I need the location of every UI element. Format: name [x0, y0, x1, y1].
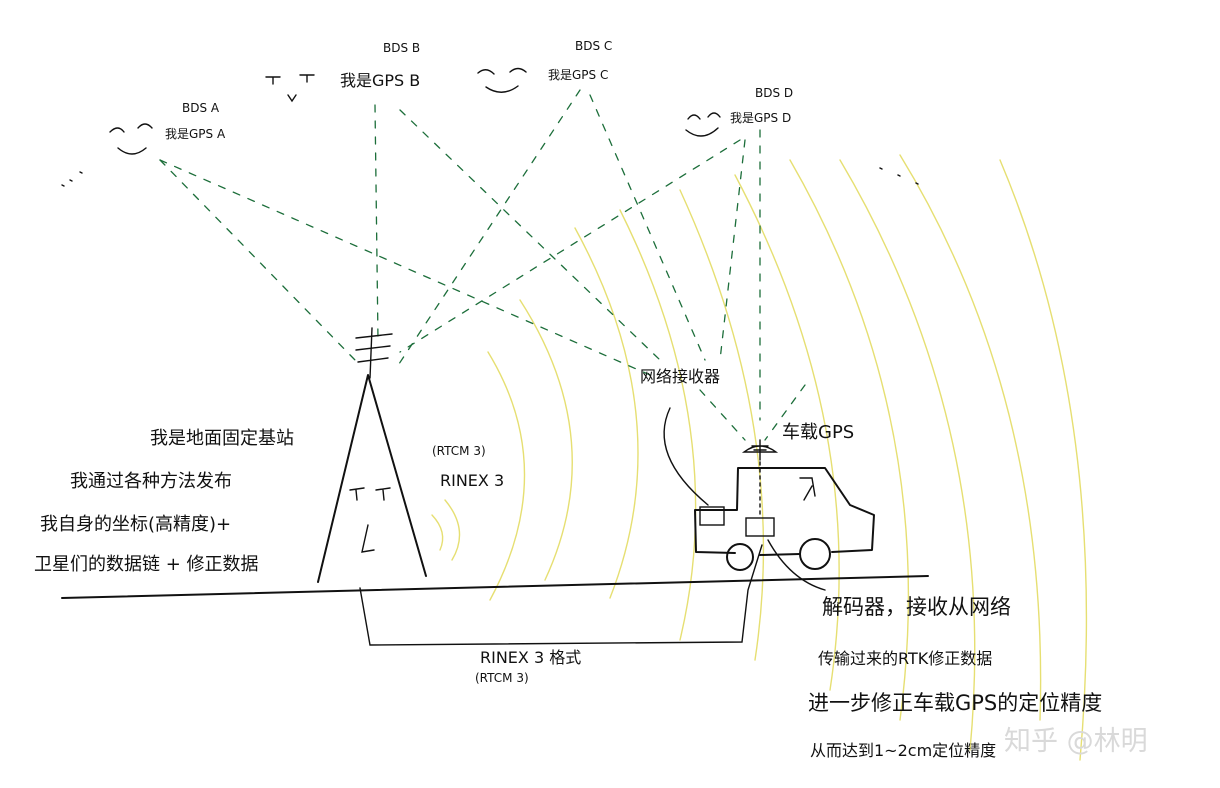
satellite-labels: BDS A 我是GPS A BDS B 我是GPS B BDS C 我是GPS … [165, 39, 793, 141]
car-gps-label: 车载GPS [782, 422, 854, 443]
cable-rinex-label: RINEX 3 格式 [480, 648, 581, 667]
broadcast-wave [679, 189, 765, 661]
network-wire [663, 407, 709, 506]
signal-line [159, 159, 651, 376]
tower-body [317, 374, 427, 583]
decoder-box [745, 517, 775, 537]
signal-line [719, 139, 746, 361]
ground-line [61, 575, 929, 599]
signal-line [399, 109, 661, 361]
signal-line [159, 159, 356, 361]
rinex-broadcast-label: RINEX 3 [440, 471, 504, 490]
car-wheel [799, 538, 831, 570]
smiley-face-icon [265, 74, 315, 103]
car-wheel [726, 543, 754, 571]
network-box [699, 506, 725, 526]
sat-a-gps: 我是GPS A [165, 127, 226, 141]
decoder-line-2: 传输过来的RTK修正数据 [818, 649, 992, 668]
car-window [799, 477, 816, 501]
decoder-text: 解码器，接收从网络 传输过来的RTK修正数据 进一步修正车载GPS的定位精度 从… [808, 595, 1102, 760]
signal-line [589, 94, 706, 361]
broadcast-wave [431, 514, 444, 551]
car [663, 407, 875, 591]
tower-face [349, 487, 391, 553]
signal-line [374, 104, 379, 341]
decoder-line-3: 进一步修正车载GPS的定位精度 [808, 691, 1102, 715]
ground-cable [359, 544, 763, 646]
signal-line [399, 139, 741, 353]
decoder-line-4: 从而达到1~2cm定位精度 [810, 741, 996, 760]
sat-c-gps: 我是GPS C [548, 68, 608, 82]
broadcast-wave [574, 227, 639, 599]
tower-antenna [355, 327, 393, 379]
sat-a-bds: BDS A [182, 101, 220, 115]
sat-d-bds: BDS D [755, 86, 793, 100]
decoder-line-1: 解码器，接收从网络 [822, 595, 1011, 619]
car-antenna [741, 439, 779, 461]
base-line-3: 我自身的坐标(高精度)+ [40, 514, 231, 535]
base-station-text: 我是地面固定基站 我通过各种方法发布 我自身的坐标(高精度)+ 卫星们的数据链 … [34, 428, 294, 575]
sat-c-bds: BDS C [575, 39, 612, 53]
smiley-face-icon [109, 123, 153, 155]
broadcast-wave [789, 159, 910, 721]
satellite-faces [61, 67, 919, 187]
broadcast-waves [431, 154, 1088, 761]
broadcast-wave [487, 351, 526, 601]
base-line-1: 我是地面固定基站 [150, 428, 294, 449]
broadcast-wave [619, 209, 697, 641]
broadcast-wave [839, 159, 976, 751]
broadcast-wave [519, 299, 573, 581]
sat-b-bds: BDS B [383, 41, 420, 55]
ellipsis-dots [61, 171, 83, 187]
satellite-signals [159, 89, 806, 441]
signal-line [764, 384, 806, 441]
base-station [317, 327, 427, 583]
sat-b-gps: 我是GPS B [340, 71, 420, 90]
signal-line [699, 389, 746, 441]
smiley-face-icon [477, 67, 527, 93]
base-line-4: 卫星们的数据链 + 修正数据 [34, 554, 259, 575]
base-line-2: 我通过各种方法发布 [70, 471, 232, 492]
broadcast-wave [734, 174, 840, 691]
broadcast-wave [444, 499, 461, 561]
ellipsis-dots [879, 167, 919, 185]
rtcm-broadcast-label: (RTCM 3) [432, 444, 486, 458]
car-body [694, 467, 875, 556]
broadcast-wave [899, 154, 1042, 721]
sat-d-gps: 我是GPS D [730, 111, 791, 125]
network-receiver-label: 网络接收器 [640, 367, 720, 386]
watermark: 知乎 @林明 [1004, 726, 1148, 757]
smiley-face-icon [685, 112, 721, 137]
decoder-pointer [767, 539, 826, 591]
broadcast-wave [999, 159, 1088, 761]
cable-rtcm-label: (RTCM 3) [475, 671, 529, 685]
